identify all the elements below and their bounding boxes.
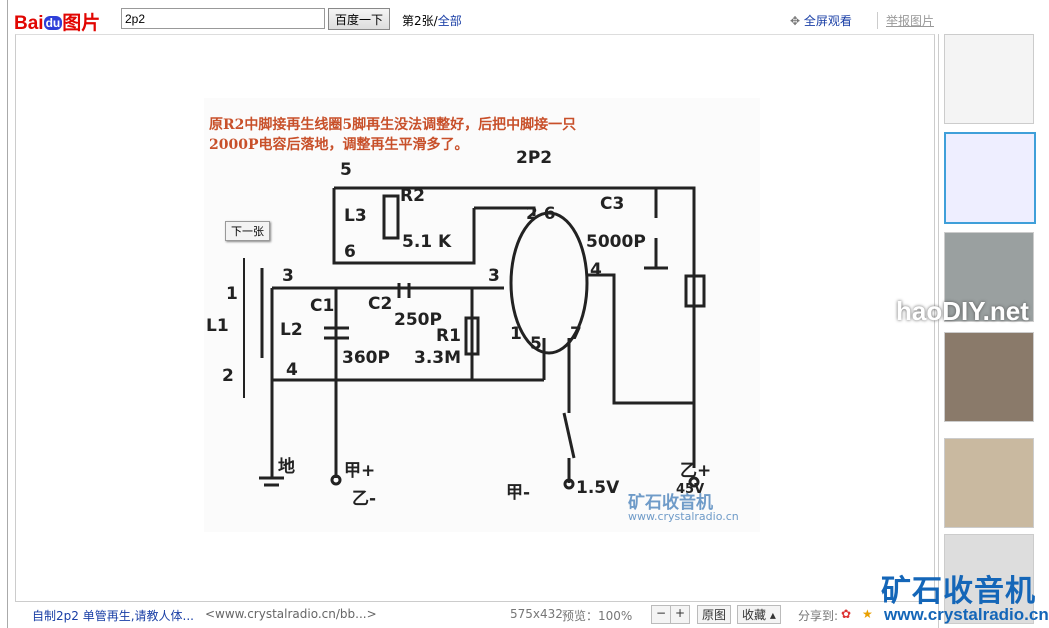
- label-l3: L3: [344, 206, 367, 226]
- next-image-tooltip[interactable]: 下一张: [225, 221, 270, 241]
- label-pin-5: 5: [530, 334, 542, 354]
- logo-text-images: 图片: [62, 13, 101, 34]
- main-image[interactable]: 原R2中脚接再生线圈5脚再生没法调整好，后把中脚接一只 2000P电容后落地，调…: [204, 98, 760, 532]
- footer-bar: 自制2p2 单管再生,请教人体... <www.crystalradio.cn/…: [0, 603, 1049, 628]
- collect-label: 收藏: [742, 608, 767, 622]
- label-c3: C3: [600, 194, 625, 214]
- label-5: 5: [340, 160, 352, 180]
- label-pin-1: 1: [510, 324, 522, 344]
- schematic-drawing: [243, 186, 706, 490]
- label-r1: R1: [436, 326, 461, 346]
- note-line-1: 原R2中脚接再生线圈5脚再生没法调整好，后把中脚接一只: [209, 117, 577, 133]
- note-line-2: 2000P电容后落地，调整再生平滑多了。: [209, 137, 469, 153]
- label-a2: 2: [222, 366, 234, 386]
- image-count: 第2张/全部: [402, 12, 462, 29]
- source-link[interactable]: <www.crystalradio.cn/bb...>: [205, 607, 377, 621]
- watermark-url: www.crystalradio.cn: [884, 605, 1049, 624]
- label-6: 6: [344, 242, 356, 262]
- zoom-in-icon: +: [675, 606, 686, 620]
- label-r2-value: 5.1 K: [402, 232, 452, 252]
- image-watermark-url: www.crystalradio.cn: [628, 510, 739, 523]
- report-link[interactable]: 举报图片: [877, 12, 934, 29]
- label-l1: L1: [206, 316, 229, 336]
- side-watermark: haoDIY.net: [896, 296, 1029, 326]
- label-l2: L2: [280, 320, 303, 340]
- image-title-link[interactable]: 自制2p2 单管再生,请教人体...: [32, 609, 194, 623]
- label-c2-value: 250P: [394, 310, 442, 330]
- label-c2: C2: [368, 294, 393, 314]
- thumbnail-1[interactable]: [944, 34, 1034, 124]
- search-input[interactable]: [121, 8, 325, 29]
- thumbnail-3[interactable]: [944, 232, 1034, 322]
- label-1-5v: 1.5V: [576, 478, 620, 498]
- label-ground: 地: [278, 457, 295, 477]
- zoom-out-icon: −: [656, 606, 667, 620]
- image-size: 575x432: [510, 607, 563, 621]
- label-c3-value: 5000P: [586, 232, 646, 252]
- label-b-minus: 乙-: [352, 489, 377, 509]
- label-c1: C1: [310, 296, 335, 316]
- label-r1-value: 3.3M: [414, 348, 462, 368]
- label-pin-7: 7: [570, 324, 582, 344]
- label-c1-value: 360P: [342, 348, 390, 368]
- label-a-minus: 甲-: [506, 483, 531, 503]
- weibo-share-icon[interactable]: ✿: [841, 607, 852, 621]
- tube-title: 2P2: [516, 148, 553, 168]
- label-r2: R2: [400, 186, 425, 206]
- thumbnail-5[interactable]: [944, 438, 1034, 528]
- fullscreen-button[interactable]: ✥ 全屏观看: [790, 12, 852, 29]
- collect-button[interactable]: 收藏 ▴: [737, 605, 781, 624]
- label-pin-3: 3: [488, 266, 500, 286]
- label-b-plus: 乙+: [680, 461, 712, 481]
- fullscreen-label: 全屏观看: [803, 14, 852, 28]
- watermark-cn: 矿石收音机: [881, 574, 1036, 609]
- zoom-in-button[interactable]: +: [670, 605, 691, 624]
- all-link[interactable]: 全部: [437, 14, 462, 28]
- qzone-share-icon[interactable]: ★: [862, 607, 873, 621]
- logo-text: Bai: [14, 13, 44, 34]
- label-a1: 1: [226, 284, 238, 304]
- original-button[interactable]: 原图: [697, 605, 732, 624]
- label-a4: 4: [286, 360, 298, 380]
- thumbnail-4[interactable]: [944, 332, 1034, 422]
- label-pin-4: 4: [590, 260, 602, 280]
- image-viewer: [15, 34, 935, 602]
- image-watermark-cn: 矿石收音机: [628, 493, 713, 513]
- thumbnail-6[interactable]: [944, 534, 1034, 624]
- fullscreen-icon: ✥: [790, 14, 804, 28]
- thumbnail-2-selected[interactable]: [944, 132, 1036, 224]
- search-button[interactable]: 百度一下: [328, 8, 390, 30]
- thumbnail-strip: [938, 34, 1037, 628]
- label-a3: 3: [282, 266, 294, 286]
- preview-zoom: 预览：100%: [562, 609, 633, 623]
- logo-paw: du: [43, 16, 63, 30]
- count-text: 第2张/: [402, 14, 438, 28]
- share-label: 分享到:: [798, 609, 839, 623]
- zoom-out-button[interactable]: −: [651, 605, 672, 624]
- label-45v: 45V: [676, 482, 705, 497]
- left-border: [7, 0, 8, 628]
- label-pins-2-6: 2 6: [526, 204, 556, 224]
- label-a-plus: 甲+: [344, 461, 376, 481]
